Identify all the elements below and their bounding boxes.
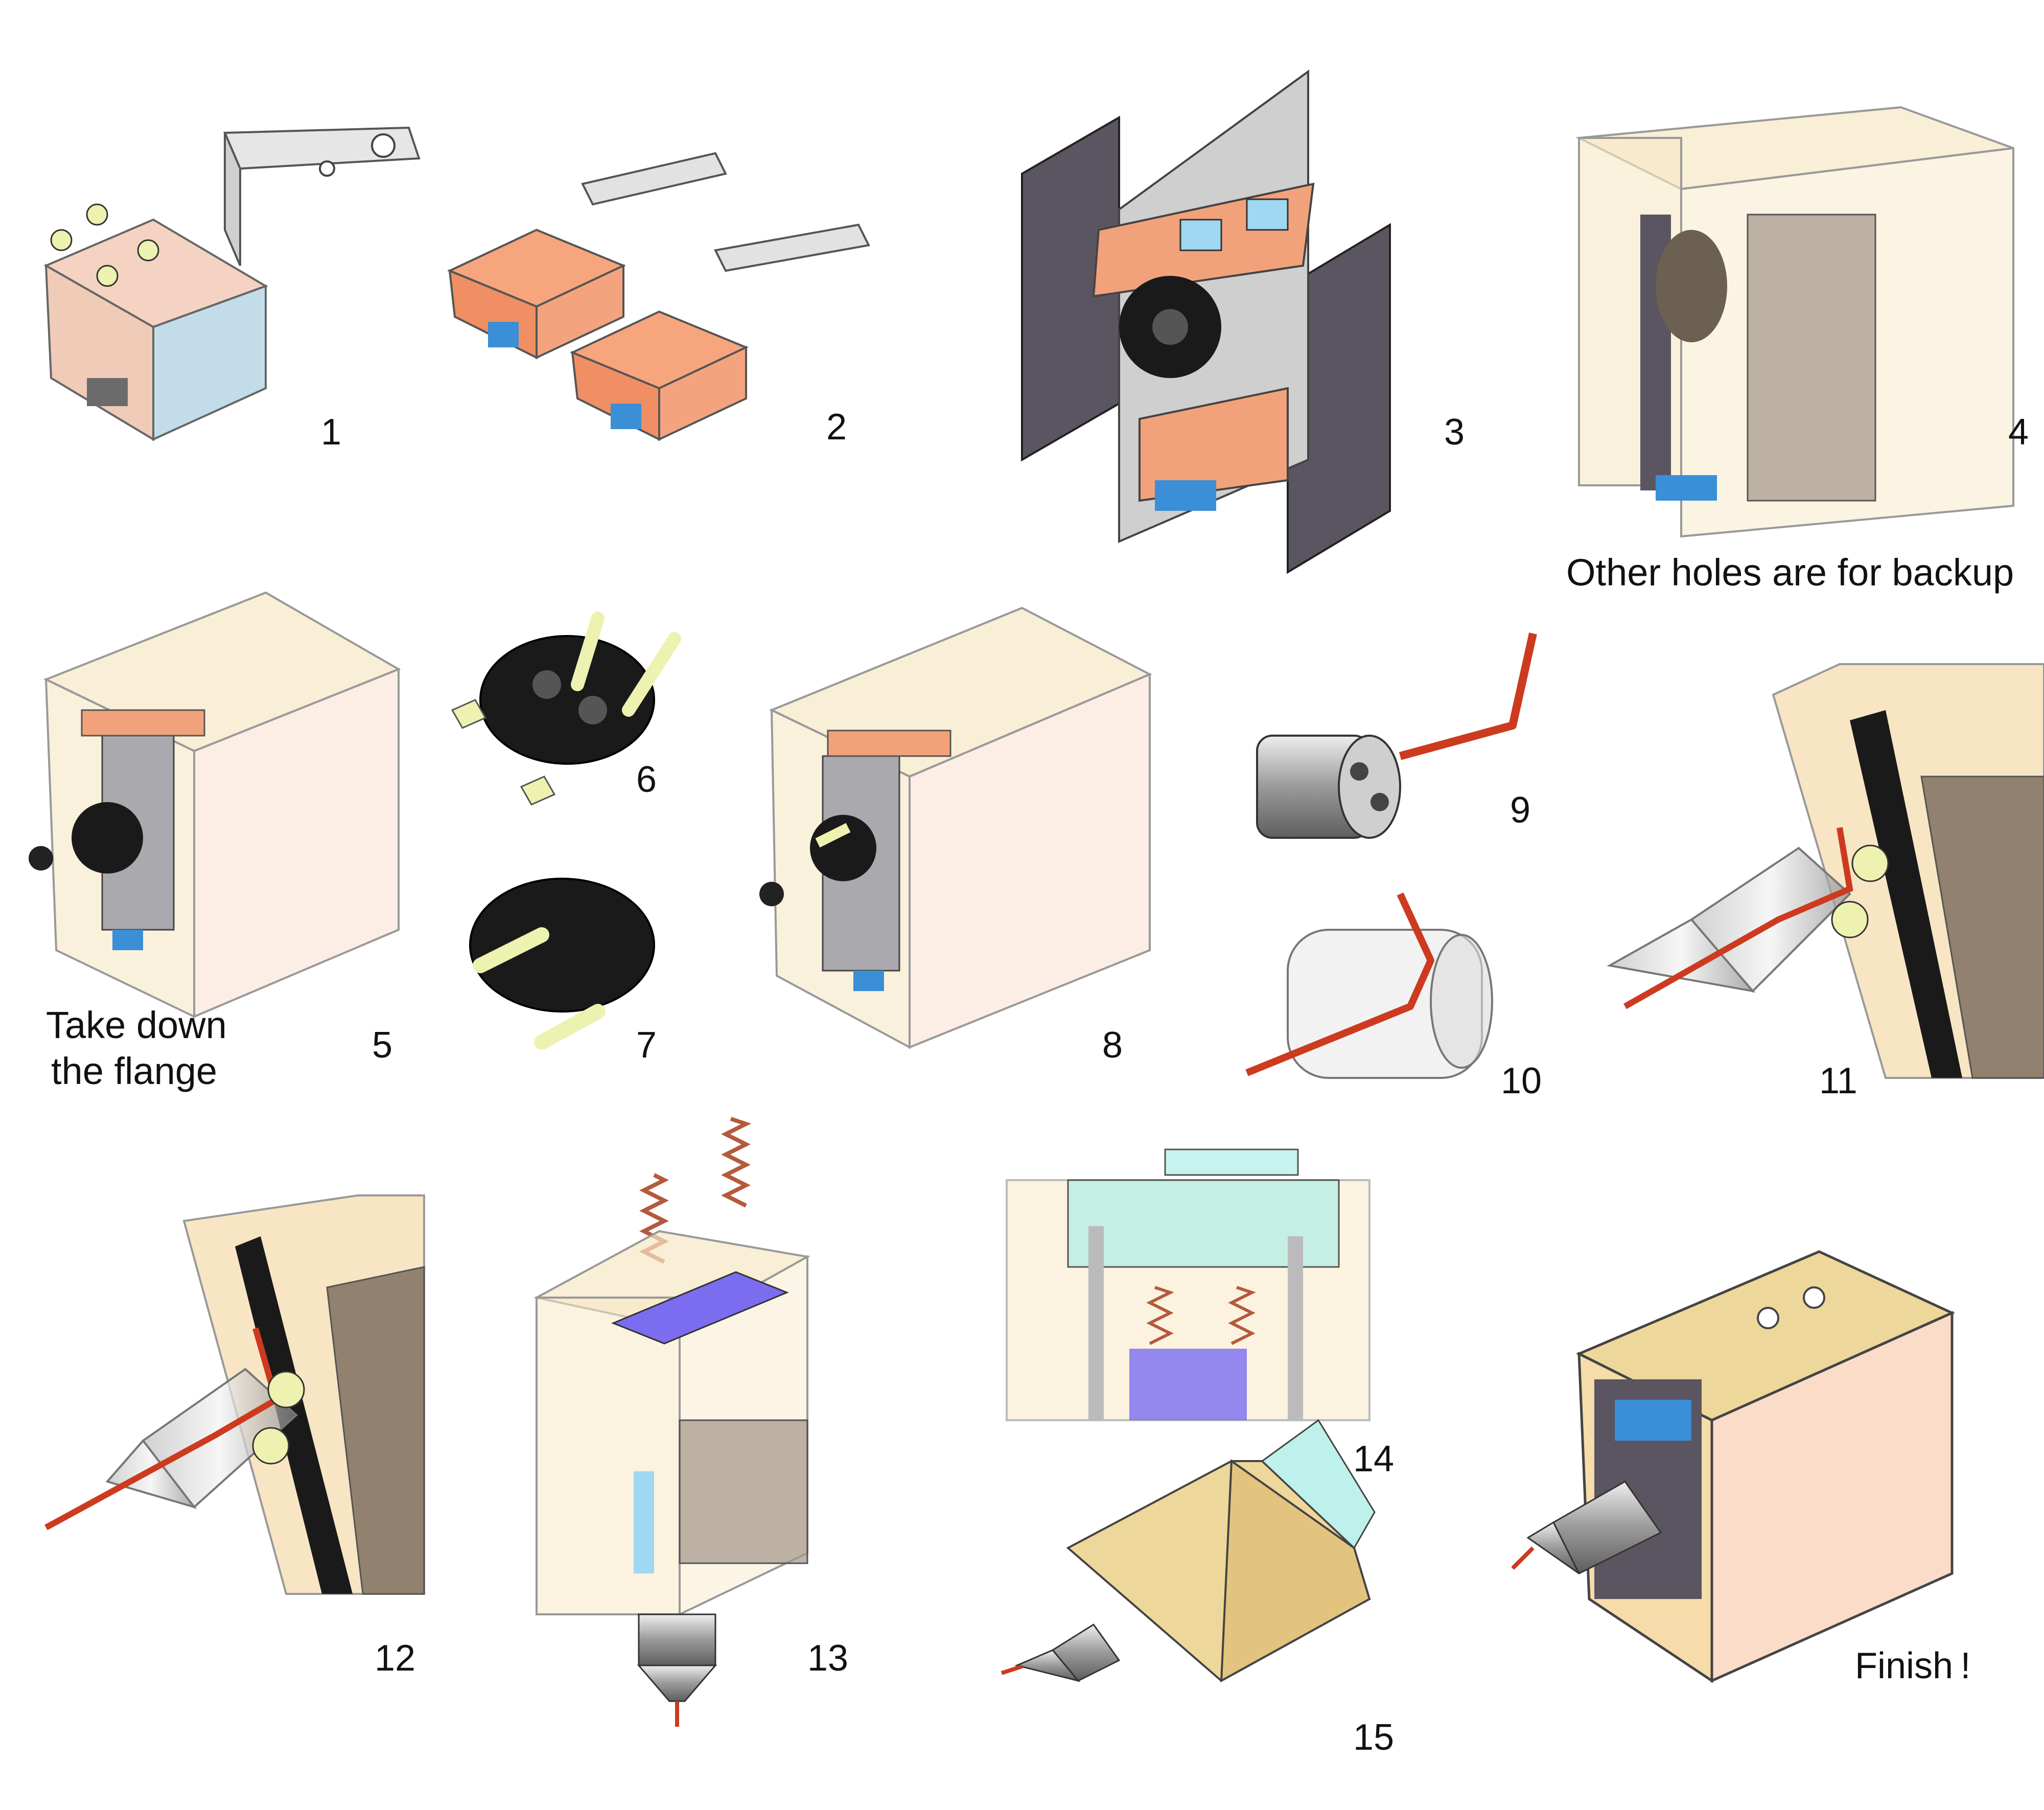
step-8-illustration <box>759 606 1152 1049</box>
caption-take-down-line1: Take down <box>46 1004 227 1046</box>
step-6-illustration <box>451 612 681 806</box>
step-label-10: 10 <box>1501 1061 1542 1101</box>
step-label-9: 9 <box>1510 790 1531 831</box>
step-label-3: 3 <box>1444 412 1465 453</box>
step-label-14: 14 <box>1353 1439 1395 1479</box>
step-11-illustration <box>1607 663 2044 1079</box>
step-10-illustration <box>1245 892 1493 1079</box>
step-label-12: 12 <box>375 1638 416 1679</box>
step-label-13: 13 <box>807 1638 849 1679</box>
step-label-1: 1 <box>321 412 342 453</box>
step-7-illustration <box>469 878 655 1050</box>
caption-take-down-line2: the flange <box>51 1050 218 1092</box>
step-label-4: 4 <box>2008 412 2029 453</box>
step-14-illustration <box>1006 1148 1371 1421</box>
step-5-illustration <box>29 591 401 1019</box>
step-1-screws <box>50 203 159 287</box>
step-4-illustration <box>1575 106 2014 538</box>
step-label-5: 5 <box>372 1025 393 1066</box>
step-label-8: 8 <box>1102 1025 1123 1066</box>
step-label-6: 6 <box>636 759 657 800</box>
step-3-illustration <box>1021 69 1391 574</box>
step-label-2: 2 <box>826 407 847 448</box>
step-12-illustration <box>44 1194 425 1595</box>
finish-illustration <box>1511 1250 1956 1683</box>
step-15-illustration <box>1001 1419 1376 1683</box>
step-13-illustration <box>533 1117 810 1727</box>
step-label-7: 7 <box>636 1025 657 1066</box>
step-1-illustration <box>43 126 421 441</box>
step-9-illustration <box>1256 632 1537 839</box>
step-2-illustration <box>447 152 870 441</box>
step-label-11: 11 <box>1819 1061 1857 1101</box>
step-label-15: 15 <box>1353 1717 1395 1758</box>
caption-backup-holes: Other holes are for backup <box>1566 551 2014 594</box>
caption-finish: Finish ! <box>1855 1646 1971 1686</box>
